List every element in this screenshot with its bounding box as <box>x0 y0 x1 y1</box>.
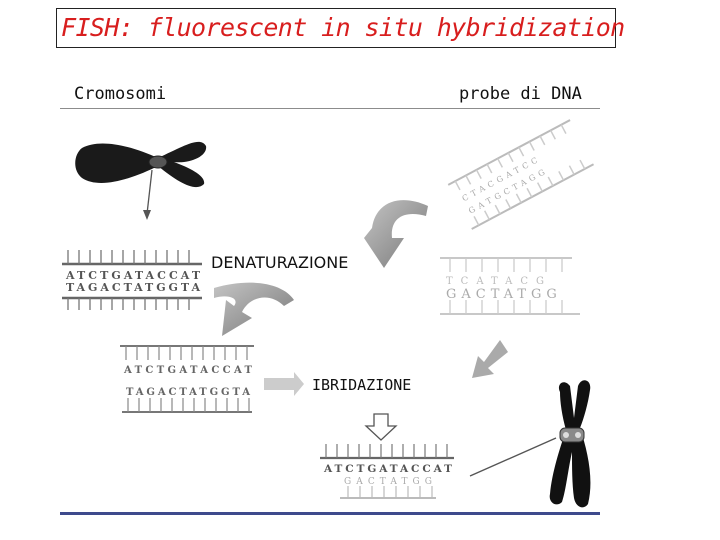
chromosome-pointer-line <box>146 169 153 215</box>
separated-strands-icon <box>120 345 254 413</box>
denaturation-label: DENATURAZIONE <box>211 253 349 272</box>
separated-top-strand: ATCTGATACCAT <box>123 365 253 376</box>
svg-text:GACTATGG: GACTATGG <box>446 287 562 302</box>
svg-text:TCATACG: TCATACG <box>446 276 552 287</box>
page-title: FISH: fluorescent in situ hybridization <box>61 13 625 42</box>
hybridized-probe-strand: GACTATGG <box>344 477 432 487</box>
hybridization-label: IBRIDAZIONE <box>312 376 412 394</box>
chromosome-vertical-icon <box>549 380 591 508</box>
chromosome-horizontal-icon <box>75 141 207 188</box>
curved-arrow-left-icon <box>214 282 294 336</box>
separated-bottom-strand: TAGACTATGGTA <box>126 387 250 398</box>
denatured-strand-icon: TCATACG GACTATGG <box>440 257 580 315</box>
double-strand-dna-icon <box>62 250 202 310</box>
hybridized-top-strand: ATCTGATACCAT <box>323 463 452 475</box>
hybridized-strand-icon <box>320 444 454 499</box>
diagonal-arrow-icon <box>472 340 508 378</box>
dna-bottom-strand: TAGACTATGGTA <box>66 281 200 294</box>
down-arrow-icon <box>364 413 398 441</box>
probes-label: probe di DNA <box>459 84 582 104</box>
result-pointer-line <box>469 437 557 477</box>
top-divider <box>60 108 600 109</box>
bottom-divider <box>60 512 600 515</box>
right-arrow-icon <box>264 372 304 396</box>
probe-dna-ladder-icon: CTACGATCC GATGCTAGG <box>447 119 595 230</box>
chromosomes-label: Cromosomi <box>74 84 167 104</box>
pointer-arrowhead-icon <box>143 210 151 220</box>
title-box: FISH: fluorescent in situ hybridization <box>56 8 625 48</box>
curved-arrow-icon <box>364 200 428 268</box>
